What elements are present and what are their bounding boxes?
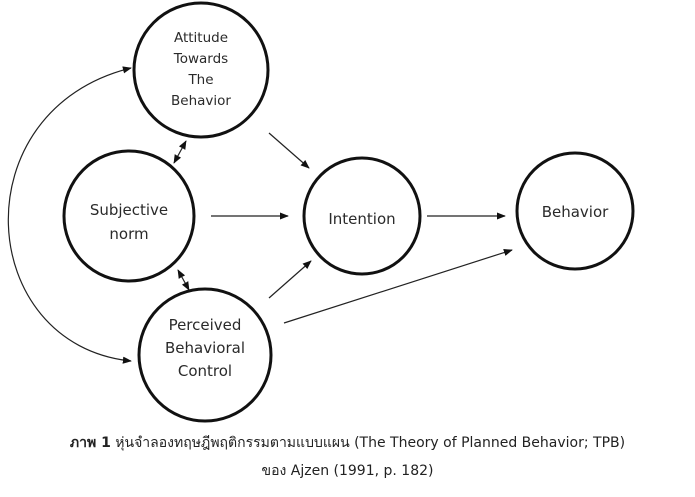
perceived-control-label-line-2: Behavioral: [165, 339, 245, 357]
intention-label: Intention: [328, 210, 395, 228]
edge-control-to-intention: [268, 260, 312, 299]
attitude-label-line-3: The: [187, 72, 213, 88]
subjective-norm-label-line-2: norm: [109, 225, 148, 243]
node-perceived-behavioral-control: Perceived Behavioral Control: [137, 287, 273, 423]
edge-attitude-control-curved-bidirectional: [7, 66, 132, 364]
behavior-label: Behavior: [542, 203, 609, 221]
perceived-control-label-line-1: Perceived: [169, 316, 242, 334]
edge-attitude-to-intention: [268, 132, 310, 169]
figure-caption: ภาพ 1 หุ่นจำลองทฤษฎีพฤติกรรมตามแบบแผน (T…: [0, 432, 695, 454]
attitude-label-line-2: Towards: [173, 51, 228, 67]
figure-caption-citation: ของ Ajzen (1991, p. 182): [261, 463, 434, 479]
subjective-norm-label-line-1: Subjective: [90, 201, 168, 219]
edge-attitude-norm-bidirectional: [173, 140, 187, 164]
edge-control-to-behavior: [283, 249, 513, 324]
figure-caption-text: หุ่นจำลองทฤษฎีพฤติกรรมตามแบบแผน (The The…: [115, 435, 626, 451]
edge-norm-control-bidirectional: [177, 269, 190, 291]
attitude-label-line-4: Behavior: [171, 93, 231, 109]
node-behavior: Behavior: [515, 151, 635, 271]
attitude-label-line-1: Attitude: [174, 30, 228, 46]
perceived-control-label-line-3: Control: [178, 362, 232, 380]
tpb-diagram: Attitude Towards The Behavior Subjective…: [7, 1, 635, 423]
figure-label: ภาพ 1: [69, 435, 111, 451]
node-attitude: Attitude Towards The Behavior: [132, 1, 270, 139]
node-intention: Intention: [302, 156, 422, 276]
node-subjective-norm: Subjective norm: [62, 149, 196, 283]
